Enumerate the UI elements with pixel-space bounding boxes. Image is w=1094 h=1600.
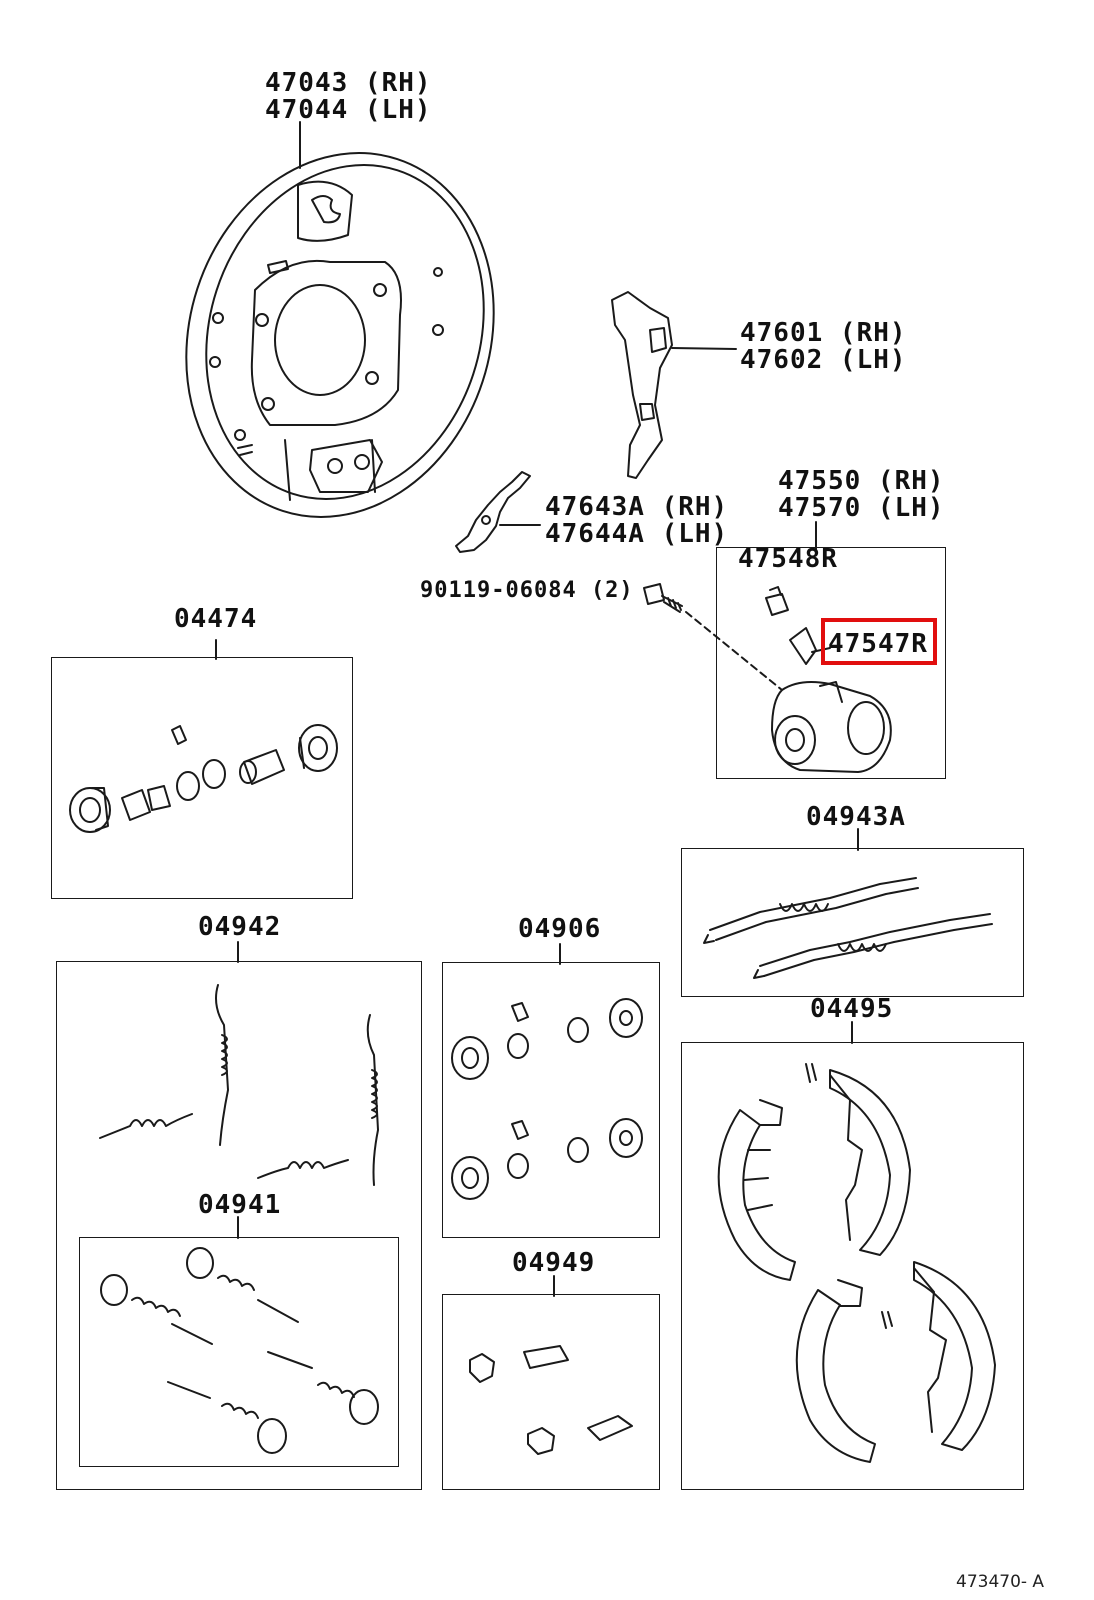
lever-drawing[interactable] [611, 291, 737, 479]
kit-box-wheel-cylinder[interactable] [716, 547, 946, 779]
label-kit-04942[interactable]: 04942 [198, 912, 282, 942]
kit-box-04906[interactable] [442, 962, 660, 1238]
catalog-code: 473470- A [956, 1572, 1045, 1592]
wheel-cylinder-drawing[interactable] [765, 586, 892, 773]
kit-04943a-drawing[interactable] [703, 877, 993, 979]
label-kit-04949[interactable]: 04949 [512, 1248, 596, 1278]
kit-04942-drawing[interactable] [99, 984, 379, 1186]
highlight-box [821, 618, 937, 665]
label-backing-plate-lh[interactable]: 47044 (LH) [265, 95, 432, 125]
label-backing-plate-rh[interactable]: 47043 (RH) [265, 68, 432, 98]
kit-box-04474[interactable] [51, 657, 353, 899]
label-kit-04943a[interactable]: 04943A [806, 802, 906, 832]
strut-drawing[interactable] [455, 471, 541, 553]
label-kit-04906[interactable]: 04906 [518, 914, 602, 944]
label-bolt[interactable]: 90119-06084 (2) [420, 578, 634, 603]
label-lever-rh[interactable]: 47601 (RH) [740, 318, 907, 348]
backing-plate-drawing[interactable] [140, 113, 540, 558]
label-strut-rh[interactable]: 47643A (RH) [545, 492, 729, 522]
kit-04941-drawing[interactable] [100, 1247, 379, 1454]
label-bleeder-cap[interactable]: 47548R [738, 544, 838, 574]
label-bleeder-plug[interactable]: 47547R [828, 629, 928, 659]
label-kit-04474[interactable]: 04474 [174, 604, 258, 634]
label-lever-lh[interactable]: 47602 (LH) [740, 345, 907, 375]
kit-04495-drawing[interactable] [717, 1063, 996, 1463]
kit-04906-drawing[interactable] [451, 998, 643, 1200]
kit-04474-drawing[interactable] [69, 724, 338, 833]
kit-box-04943a[interactable] [681, 848, 1024, 997]
kit-box-04949[interactable] [442, 1294, 660, 1490]
kit-box-04941[interactable] [79, 1237, 399, 1467]
kit-04949-drawing[interactable] [469, 1345, 633, 1455]
bolt-drawing[interactable] [643, 583, 783, 691]
kit-box-04495[interactable] [681, 1042, 1024, 1490]
label-wheel-cylinder-rh[interactable]: 47550 (RH) [778, 466, 945, 496]
kit-box-04942[interactable] [56, 961, 422, 1490]
label-strut-lh[interactable]: 47644A (LH) [545, 519, 729, 549]
label-kit-04941[interactable]: 04941 [198, 1190, 282, 1220]
label-wheel-cylinder-lh[interactable]: 47570 (LH) [778, 493, 945, 523]
label-kit-04495[interactable]: 04495 [810, 994, 894, 1024]
